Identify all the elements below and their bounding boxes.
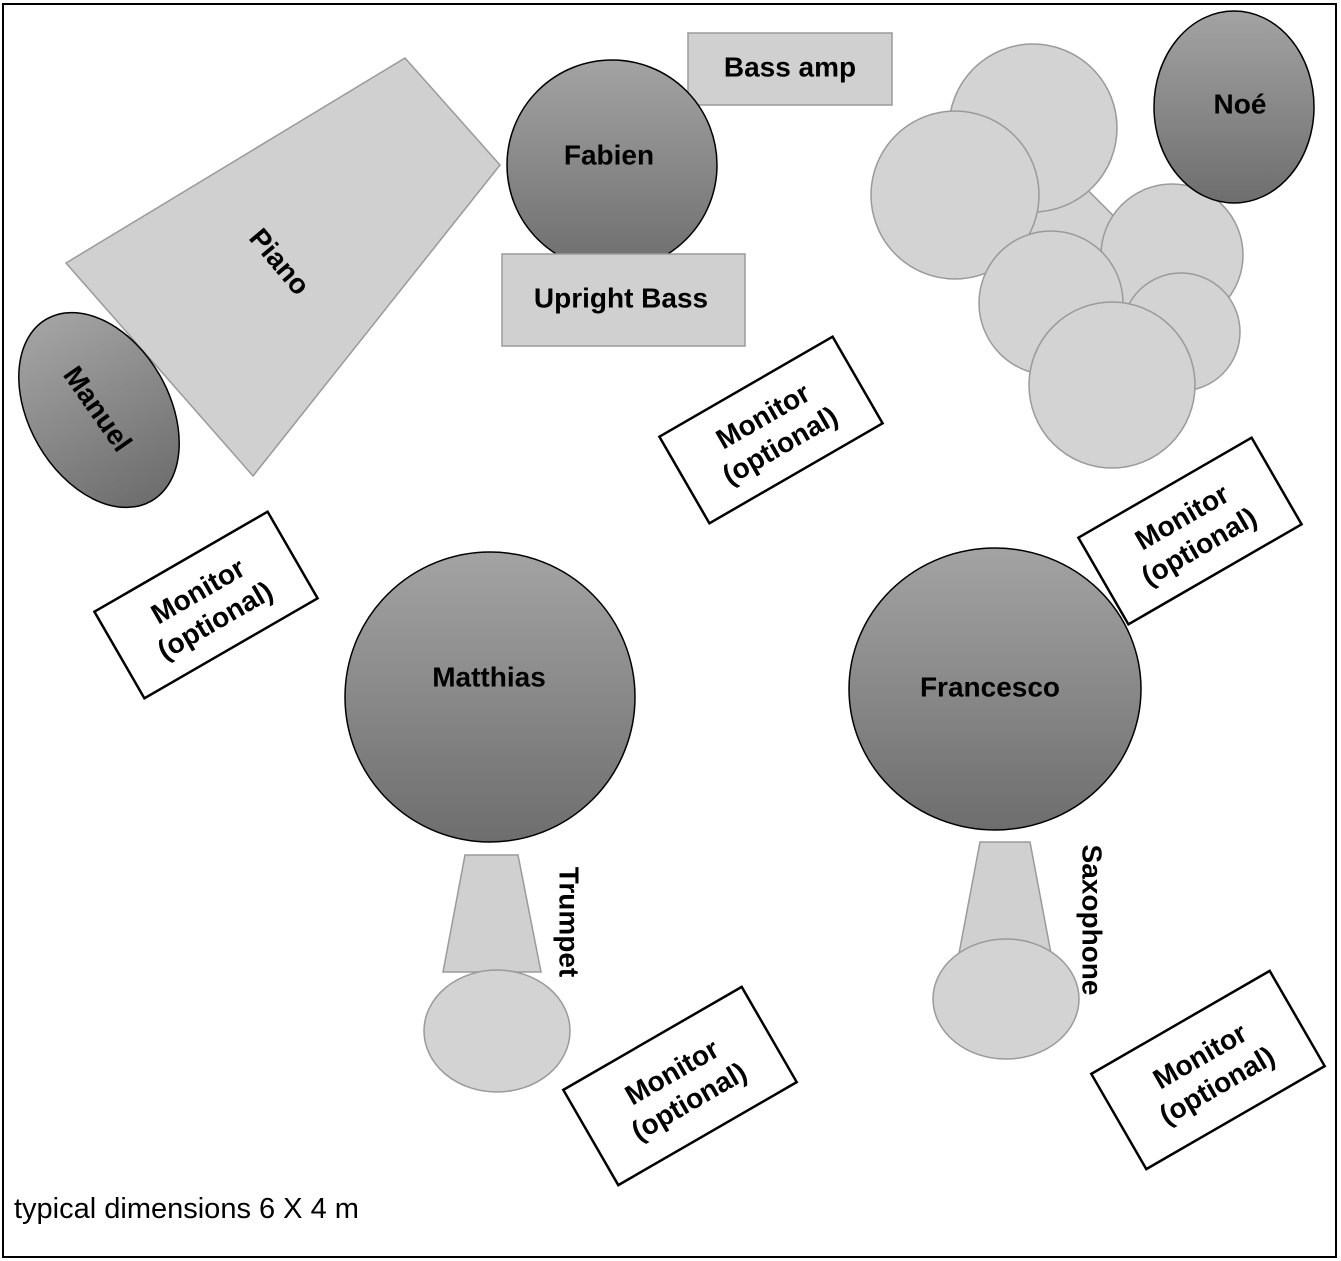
fabien-label: Fabien (564, 139, 654, 170)
matthias-label: Matthias (432, 661, 546, 692)
piano-shape (64, 57, 501, 478)
monitor-left: Monitor (optional) (92, 509, 320, 701)
bass-amp: Bass amp (687, 32, 893, 106)
drum-kit (870, 43, 1244, 469)
trumpet: Trumpet (423, 854, 585, 1093)
monitor-box (561, 985, 799, 1187)
manuel-shape (18, 311, 180, 509)
monitor-box (1089, 969, 1327, 1171)
saxophone: Saxophone (932, 841, 1108, 1060)
matthias-shape (344, 551, 636, 843)
francesco-label: Francesco (920, 671, 1060, 702)
noe-label: Noé (1214, 88, 1267, 119)
upright-bass-label: Upright Bass (534, 282, 708, 313)
noe-position: Noé (1153, 10, 1315, 204)
trumpet-stand (442, 854, 542, 973)
upright-bass: Upright Bass (501, 253, 746, 347)
monitor-box (1076, 435, 1304, 627)
drum-circle (870, 110, 1040, 280)
dimensions-note: typical dimensions 6 X 4 m (14, 1193, 359, 1225)
noe-shape (1153, 10, 1315, 204)
upright-bass-box (501, 253, 746, 347)
manuel-position: Manuel (18, 311, 180, 509)
monitor-box (657, 334, 885, 526)
francesco-position: Francesco (848, 547, 1142, 831)
saxophone-bell (932, 938, 1080, 1060)
matthias-position: Matthias (344, 551, 636, 843)
drum-circle (1028, 301, 1196, 469)
bass-amp-box (687, 32, 893, 106)
trumpet-label: Trumpet (554, 867, 585, 977)
bass-amp-label: Bass amp (724, 51, 856, 82)
saxophone-label: Saxophone (1077, 845, 1108, 996)
piano: Piano (64, 57, 501, 478)
monitor-box (92, 509, 320, 701)
fabien-position: Fabien (506, 59, 718, 271)
trumpet-bell (423, 969, 571, 1093)
monitor-bottom-right: Monitor (optional) (1089, 969, 1327, 1171)
francesco-shape (848, 547, 1142, 831)
